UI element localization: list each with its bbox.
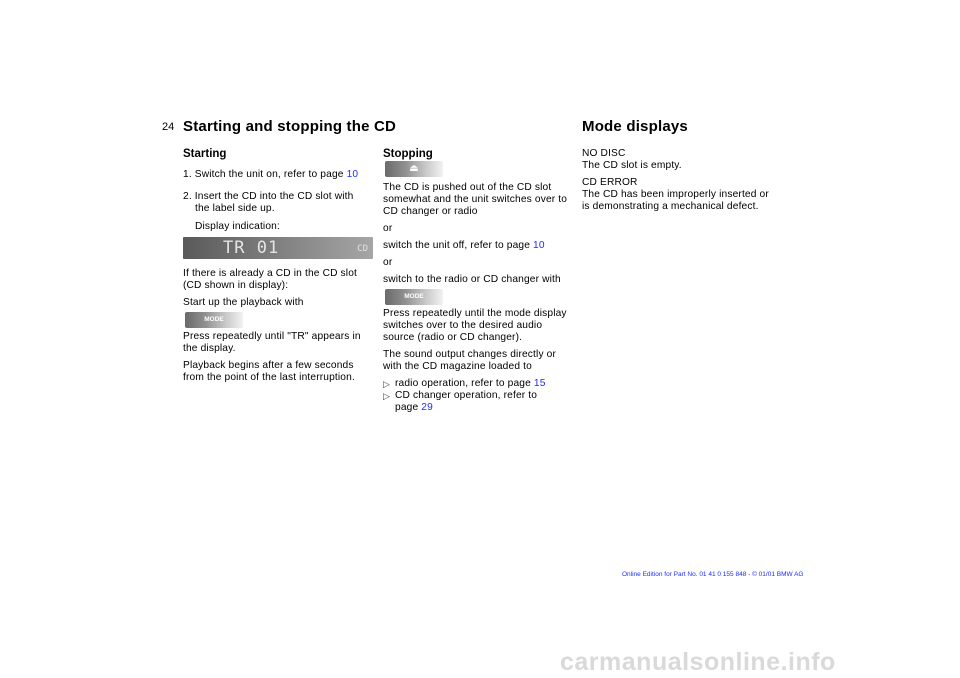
display-indication-image: TR 01 CD	[183, 237, 373, 259]
cd-error-entry: CD ERROR The CD has been improperly inse…	[582, 177, 769, 212]
cd-pushed-out: The CD is pushed out of the CD slot some…	[383, 182, 568, 217]
bullet-cd-changer: ▷ CD changer operation, refer to page 29	[383, 390, 538, 413]
triangle-bullet-icon: ▷	[383, 391, 391, 401]
press-until-mode: Press repeatedly until the mode display …	[383, 308, 567, 343]
page-link-10[interactable]: 10	[533, 240, 545, 251]
no-disc-desc: The CD slot is empty.	[582, 160, 682, 171]
or-text-2: or	[383, 257, 393, 268]
page-number: 24	[162, 121, 175, 133]
starting-heading: Starting	[183, 148, 227, 160]
no-disc-entry: NO DISC The CD slot is empty.	[582, 148, 792, 172]
step-1: 1. Switch the unit on, refer to page 10	[183, 169, 359, 180]
mode-button[interactable]: MODE	[185, 312, 243, 328]
cd-error-title: CD ERROR	[582, 177, 638, 188]
display-cd-text: CD	[357, 244, 368, 254]
switch-to-text: switch to the radio or CD changer with	[383, 274, 561, 285]
footer-edition-note: Online Edition for Part No. 01 41 0 155 …	[622, 571, 804, 578]
display-track-text: TR 01	[223, 238, 280, 258]
page-link-10[interactable]: 10	[346, 169, 359, 180]
display-indication-label: Display indication:	[195, 221, 280, 232]
page-link-15[interactable]: 15	[533, 378, 546, 389]
mode-button[interactable]: MODE	[385, 289, 443, 305]
playback-begins: Playback begins after a few seconds from…	[183, 360, 355, 383]
start-playback-text: Start up the playback with	[183, 297, 304, 308]
press-until-tr: Press repeatedly until "TR" appears in t…	[183, 331, 361, 354]
triangle-bullet-icon: ▷	[383, 379, 391, 389]
watermark: carmanualsonline.info	[560, 648, 836, 676]
mode-displays-title: Mode displays	[582, 118, 688, 135]
starting-column: Starting 1. Switch the unit on, refer to…	[183, 148, 373, 389]
sound-output-text: The sound output changes directly or wit…	[383, 349, 557, 372]
mode-displays-column: NO DISC The CD slot is empty. CD ERROR T…	[582, 148, 792, 218]
page-link-29[interactable]: 29	[421, 402, 433, 413]
stopping-heading: Stopping	[383, 148, 433, 160]
eject-button[interactable]: ⏏	[385, 161, 443, 177]
if-already-cd: If there is already a CD in the CD slot …	[183, 268, 358, 291]
step-2: 2. Insert the CD into the CD slot with t…	[183, 191, 354, 214]
section-title: Starting and stopping the CD	[183, 118, 397, 135]
or-text-1: or	[383, 223, 393, 234]
stopping-column: Stopping ⏏ The CD is pushed out of the C…	[383, 148, 578, 414]
bullet-radio: ▷ radio operation, refer to page 15	[383, 378, 546, 389]
no-disc-title: NO DISC	[582, 148, 626, 159]
switch-off-text: switch the unit off, refer to page 10	[383, 240, 545, 251]
